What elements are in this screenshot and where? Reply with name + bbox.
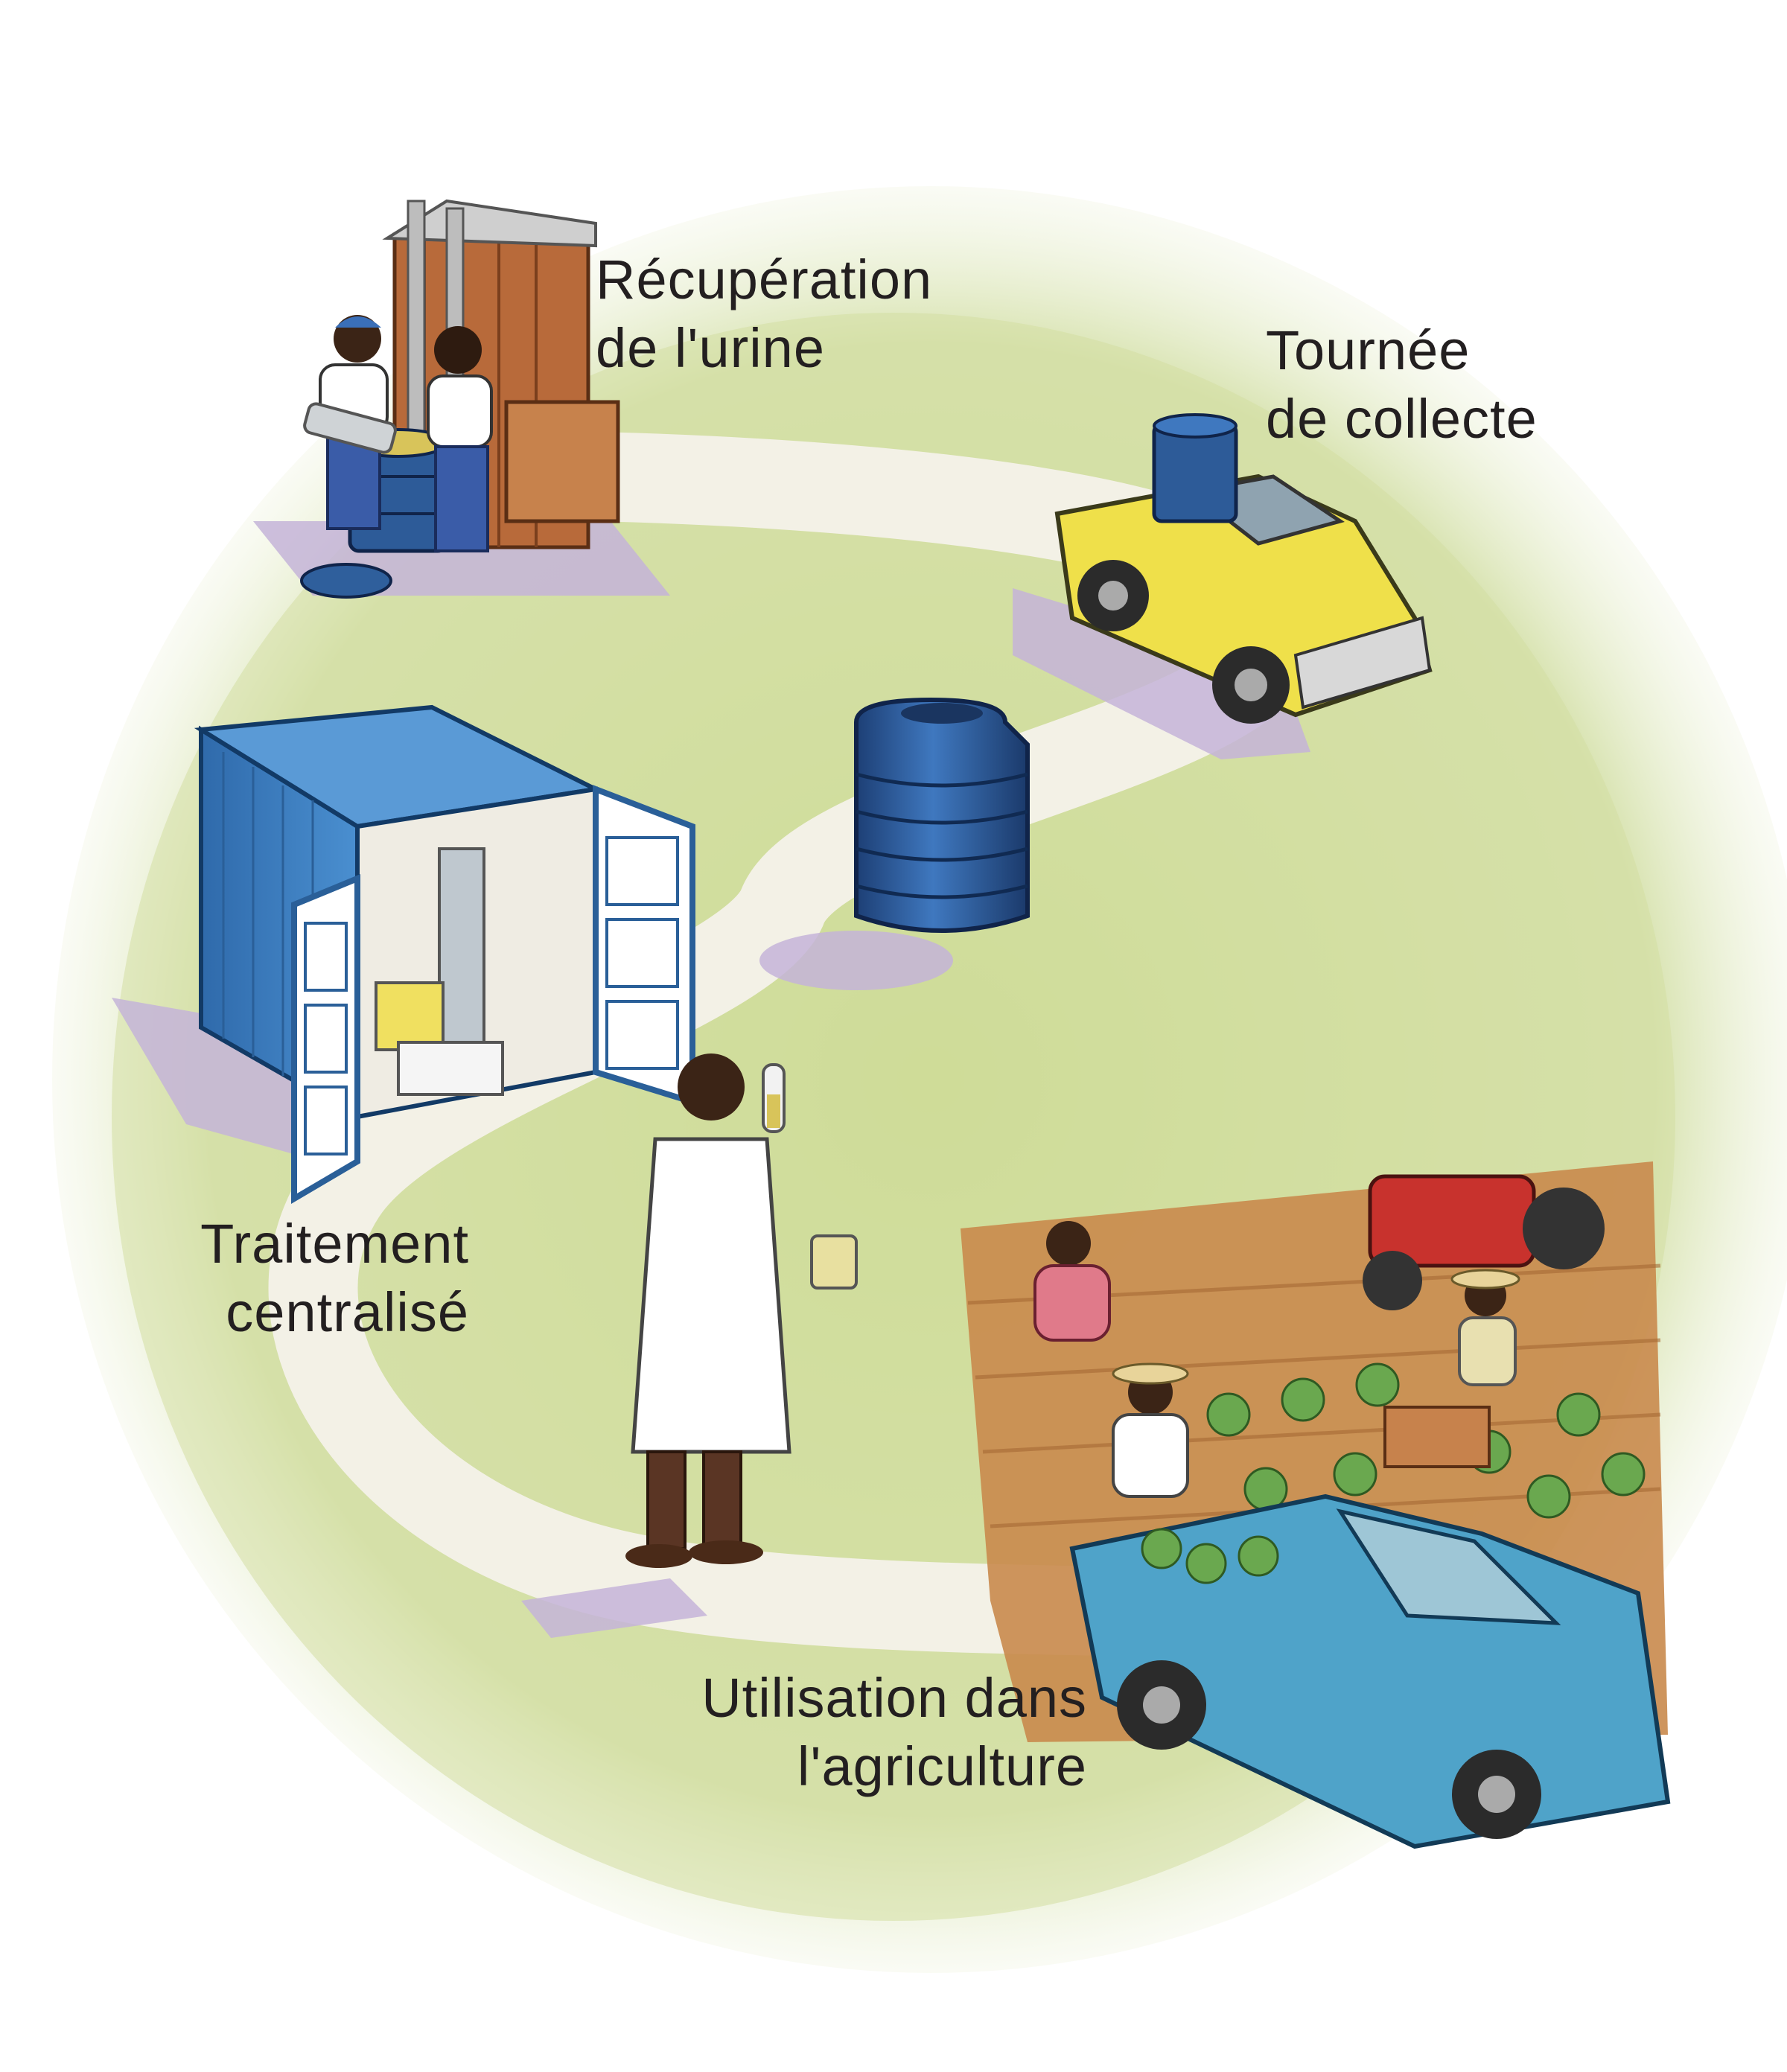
step-label-line: Tournée [1266,319,1471,381]
collection-truck [1054,413,1433,724]
step-label-line: Récupération [596,249,933,310]
scientist [625,1053,858,1568]
agriculture-scene [961,1161,1671,1849]
step-label-collection-round: Tournée de collecte [1266,316,1538,453]
step-label-line: Traitement [200,1213,469,1275]
step-label-agricultural-use: Utilisation dans l'agriculture [581,1664,1087,1801]
step-label-line: de l'urine [596,317,825,379]
treatment-container [194,704,695,1204]
urine-recovery-scene [300,199,620,599]
step-label-line: l'agriculture [797,1735,1087,1797]
step-label-line: de collecte [1266,388,1538,450]
step-label-urine-recovery: Récupération de l'urine [596,246,932,383]
step-label-line: Utilisation dans [701,1667,1087,1729]
step-label-centralized-treatment: Traitement centralisé [127,1210,469,1347]
storage-tank [854,697,1030,933]
step-label-line: centralisé [226,1281,469,1343]
